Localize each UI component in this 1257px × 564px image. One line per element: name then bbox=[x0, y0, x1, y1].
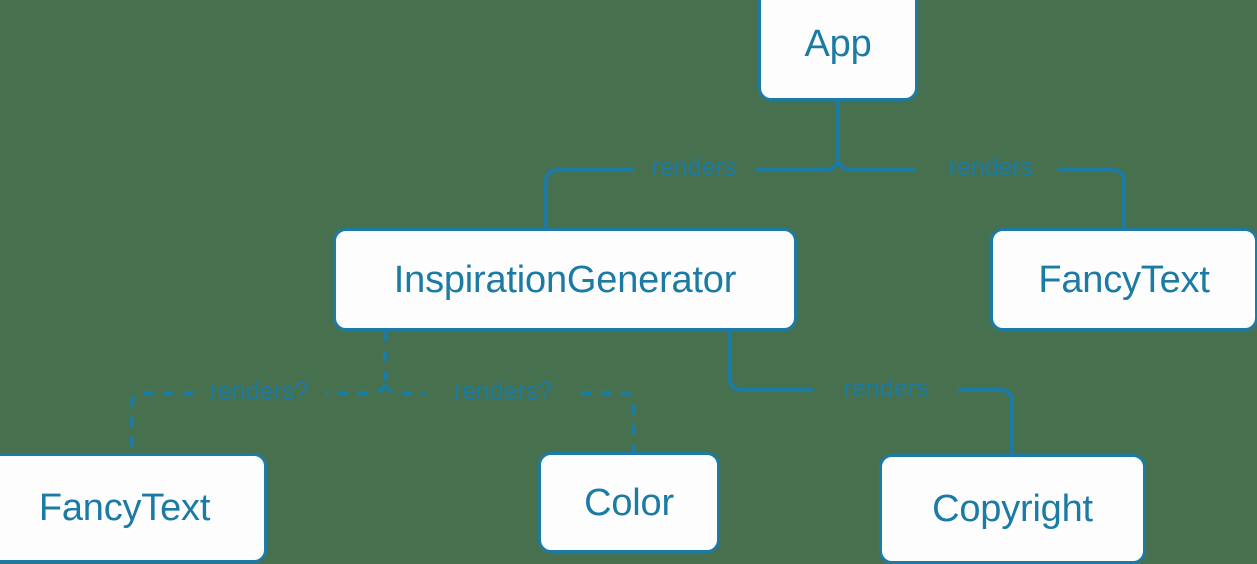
edge-inspgen-copyright-seg-b bbox=[958, 388, 1014, 456]
node-inspiration-generator-label: InspirationGenerator bbox=[393, 258, 737, 301]
edge-label-inspiration-generator-copyright: renders bbox=[843, 374, 929, 403]
edge-app-inspgen-right-seg bbox=[756, 160, 840, 172]
edge-inspgen-fancyleft-seg-b bbox=[130, 391, 193, 453]
node-fancytext-right-label: FancyText bbox=[1038, 258, 1210, 301]
node-copyright[interactable]: Copyright bbox=[879, 454, 1146, 564]
edge-inspgen-fancyleft-seg-a bbox=[325, 383, 387, 395]
node-inspiration-generator[interactable]: InspirationGenerator bbox=[333, 228, 797, 331]
edge-inspgen-copyright-seg-a bbox=[728, 329, 814, 392]
node-color-label: Color bbox=[584, 481, 674, 524]
node-fancytext-left-label: FancyText bbox=[38, 487, 211, 529]
edge-label-inspiration-generator-fancytext-left: renders? bbox=[209, 377, 309, 406]
edge-label-app-fancytext-right: renders bbox=[948, 153, 1034, 182]
edge-inspgen-color-seg-b bbox=[581, 391, 636, 452]
edge-app-fancyright-right-seg bbox=[1057, 168, 1126, 230]
node-app[interactable]: App bbox=[758, 0, 918, 101]
edge-inspgen-color-seg-a bbox=[383, 383, 425, 395]
edge-app-fancyright-left-seg bbox=[836, 160, 915, 172]
node-fancytext-right[interactable]: FancyText bbox=[990, 228, 1257, 331]
edge-app-inspgen-left-seg bbox=[544, 168, 634, 230]
edge-label-inspiration-generator-color: renders? bbox=[453, 377, 553, 406]
node-fancytext-left[interactable]: FancyText bbox=[0, 453, 267, 563]
node-color[interactable]: Color bbox=[538, 452, 720, 553]
edge-label-app-inspiration-generator: renders bbox=[651, 153, 737, 182]
node-copyright-label: Copyright bbox=[932, 488, 1093, 530]
node-app-label: App bbox=[804, 22, 872, 65]
